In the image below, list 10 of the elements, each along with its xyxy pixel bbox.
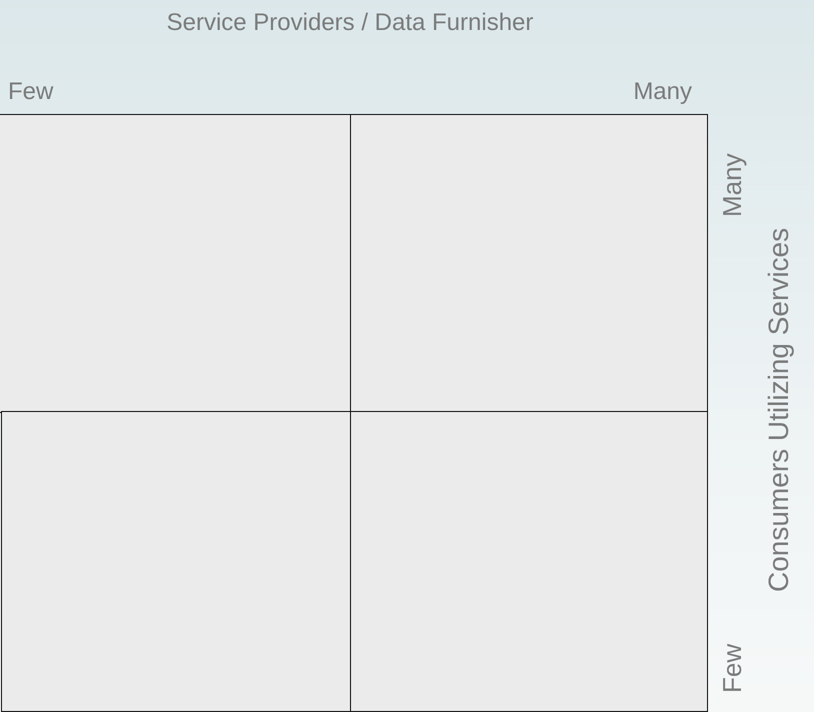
axis-label: Few [719,644,745,693]
axis-label: Few [8,80,54,104]
quadrant-box [0,114,352,413]
quadrant-box [350,411,708,712]
axis-title: Service Providers / Data Furnisher [166,11,534,35]
axis-label: Many [633,80,692,104]
axis-label: Consumers Utilizing Services [765,228,793,592]
axis-label: Many [719,153,745,217]
quadrant-box [350,114,708,413]
quadrant-box [1,411,352,712]
